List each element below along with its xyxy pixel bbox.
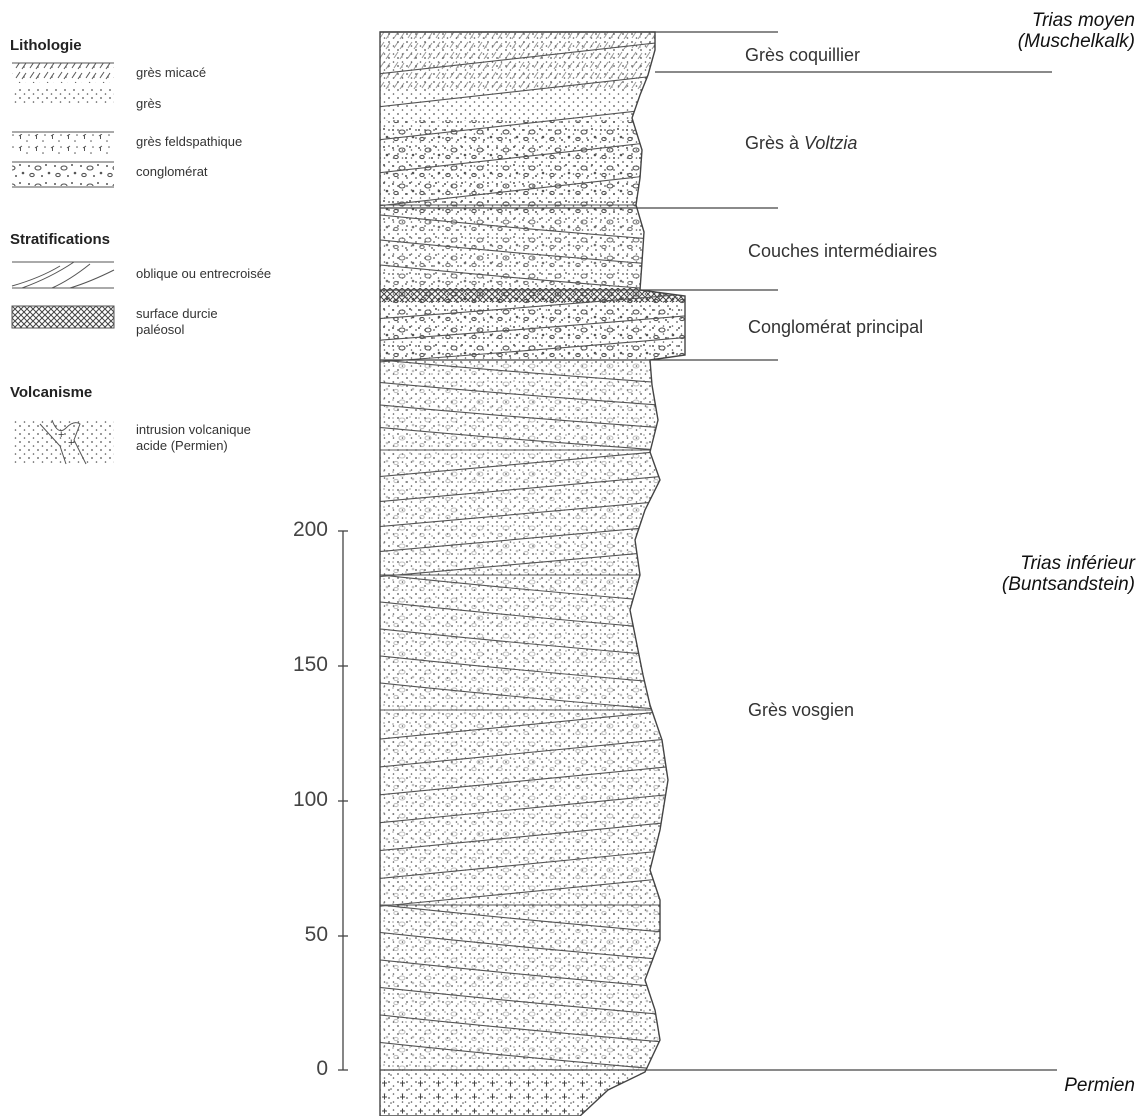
scale-label-100: 100 xyxy=(268,788,328,812)
swatch-gres-feldspathique xyxy=(12,132,114,156)
legend-lithology-title: Lithologie xyxy=(10,37,82,54)
swatch-gres-micace xyxy=(12,63,114,83)
legend-label-paleosol: paléosol xyxy=(136,322,184,338)
legend-label-surface-durcie: surface durcie xyxy=(136,306,218,322)
swatch-stratification-oblique xyxy=(12,262,114,288)
unit-label-conglomerat-principal: Conglomérat principal xyxy=(748,317,923,338)
scale-label-50: 50 xyxy=(268,923,328,947)
unit-label-gres-coquillier: Grès coquillier xyxy=(745,45,860,66)
unit-label-gres-voltzia: Grès à Voltzia xyxy=(745,133,857,154)
legend-label-gres-feldspathique: grès feldspathique xyxy=(136,134,242,150)
svg-text:+: + xyxy=(68,437,74,449)
legend-label-oblique: oblique ou entrecroisée xyxy=(136,266,271,282)
scale-label-200: 200 xyxy=(268,518,328,542)
swatch-gres xyxy=(12,87,114,105)
legend-volcanism-title: Volcanisme xyxy=(10,384,92,401)
thickness-scale xyxy=(338,531,348,1070)
period-label-trias-inferieur: Trias inférieur (Buntsandstein) xyxy=(1002,553,1135,595)
swatch-conglomerat xyxy=(12,162,114,187)
legend-label-gres: grès xyxy=(136,96,161,112)
period-label-trias-moyen: Trias moyen (Muschelkalk) xyxy=(1018,10,1135,52)
legend-stratification-title: Stratifications xyxy=(10,231,110,248)
legend-label-conglomerat: conglomérat xyxy=(136,164,208,180)
svg-text:+: + xyxy=(58,429,64,441)
legend-label-intrusion-line2: acide (Permien) xyxy=(136,438,228,454)
scale-label-0: 0 xyxy=(268,1057,328,1081)
swatch-intrusion-volcanique: + + xyxy=(12,420,114,464)
unit-label-couches-intermediaires: Couches intermédiaires xyxy=(748,241,937,262)
legend-label-intrusion-line1: intrusion volcanique xyxy=(136,422,251,438)
swatch-paleosol xyxy=(12,306,114,328)
lithologic-column xyxy=(370,25,700,1116)
unit-label-gres-vosgien: Grès vosgien xyxy=(748,700,854,721)
period-label-permien: Permien xyxy=(1064,1075,1135,1096)
scale-label-150: 150 xyxy=(268,653,328,677)
legend-label-gres-micace: grès micacé xyxy=(136,65,206,81)
